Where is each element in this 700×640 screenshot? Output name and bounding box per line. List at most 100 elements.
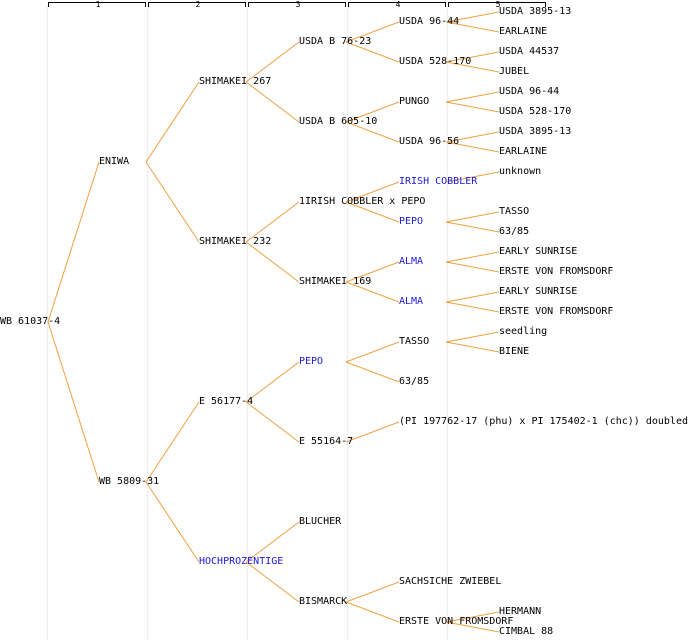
connector-line [445, 251, 500, 263]
connector-line [245, 401, 300, 443]
node-usda-3895-13-b[interactable]: USDA 3895-13 [499, 126, 572, 137]
connector-line [345, 421, 400, 443]
connector-line [445, 611, 500, 623]
connector-line [47, 321, 100, 483]
node-early-sunrise-b[interactable]: EARLY SUNRISE [499, 286, 578, 297]
connector-line [445, 291, 500, 303]
connector-line [345, 101, 400, 123]
connector-line [345, 41, 400, 63]
connector-line [445, 171, 500, 183]
connector-line [245, 241, 300, 283]
column-guide-3 [247, 6, 248, 640]
node-usda-96-44-gen4[interactable]: USDA 96-44 [399, 16, 460, 27]
node-biene[interactable]: BIENE [499, 346, 530, 357]
node-e-55164-7[interactable]: E 55164-7 [299, 436, 354, 447]
connector-line [445, 211, 500, 223]
connector-line [345, 361, 400, 383]
column-guide-5 [447, 6, 448, 640]
column-guide-2 [147, 6, 148, 640]
node-unknown[interactable]: unknown [499, 166, 542, 177]
node-alma-2[interactable]: ALMA [399, 296, 424, 307]
connector-line [145, 161, 200, 243]
node-usda-b-76-23[interactable]: USDA B 76-23 [299, 36, 372, 47]
node-63-85-gen4[interactable]: 63/85 [399, 376, 430, 387]
connector-line [445, 331, 500, 343]
generation-2-bracket [148, 2, 246, 7]
node-usda-528-170-gen5[interactable]: USDA 528-170 [499, 106, 572, 117]
node-usda-3895-13-a[interactable]: USDA 3895-13 [499, 6, 572, 17]
node-usda-528-170-gen4[interactable]: USDA 528-170 [399, 56, 472, 67]
node-63-85-gen5[interactable]: 63/85 [499, 226, 530, 237]
generation-2-label: 2 [195, 0, 201, 9]
node-e-56177-4[interactable]: E 56177-4 [199, 396, 254, 407]
node-usda-44537[interactable]: USDA 44537 [499, 46, 560, 57]
connector-line [245, 81, 300, 123]
connector-line [445, 101, 500, 113]
connector-line [445, 621, 500, 633]
node-usda-b-605-10[interactable]: USDA B 605-10 [299, 116, 378, 127]
connector-line [445, 131, 500, 143]
node-jubel[interactable]: JUBEL [499, 66, 530, 77]
connector-line [445, 341, 500, 353]
node-shimakei-232[interactable]: SHIMAKEI 232 [199, 236, 272, 247]
column-guide-1 [47, 6, 48, 640]
connector-line [445, 301, 500, 313]
node-erste-von-fromsdorf-b[interactable]: ERSTE VON FROMSDORF [499, 306, 614, 317]
node-pungo[interactable]: PUNGO [399, 96, 430, 107]
node-pepo-gen3[interactable]: PEPO [299, 356, 324, 367]
connector-line [245, 201, 300, 243]
node-shimakei-169[interactable]: SHIMAKEI 169 [299, 276, 372, 287]
connector-line [445, 91, 500, 103]
node-hochprozentige[interactable]: HOCHPROZENTIGE [199, 556, 284, 567]
node-usda-96-56[interactable]: USDA 96-56 [399, 136, 460, 147]
node-erste-von-fromsdorf-gen4[interactable]: ERSTE VON FROMSDORF [399, 616, 514, 627]
connector-line [345, 201, 400, 223]
node-eniwa[interactable]: ENIWA [99, 156, 130, 167]
node-irish-cobbler[interactable]: IRISH COBBLER [399, 176, 478, 187]
node-cimbal-88[interactable]: CIMBAL 88 [499, 626, 554, 637]
node-usda-96-44-gen5[interactable]: USDA 96-44 [499, 86, 560, 97]
connector-line [445, 61, 500, 73]
generation-1-bracket [48, 2, 146, 7]
generation-5-label: 5 [495, 0, 501, 9]
generation-4-label: 4 [395, 0, 401, 9]
node-seedling[interactable]: seedling [499, 326, 548, 337]
connector-line [47, 161, 100, 323]
node-blucher[interactable]: BLUCHER [299, 516, 342, 527]
node-hermann[interactable]: HERMANN [499, 606, 542, 617]
connector-line [245, 361, 300, 403]
connector-line [145, 481, 200, 563]
generation-4-bracket [348, 2, 446, 7]
node-pi-doubled[interactable]: (PI 197762-17 (phu) x PI 175402-1 (chc))… [399, 416, 688, 427]
connector-line [445, 11, 500, 23]
connector-line [345, 281, 400, 303]
node-shimakei-267[interactable]: SHIMAKEI 267 [199, 76, 272, 87]
connector-line [145, 401, 200, 483]
node-bismarck[interactable]: BISMARCK [299, 596, 348, 607]
node-early-sunrise-a[interactable]: EARLY SUNRISE [499, 246, 578, 257]
node-alma-1[interactable]: ALMA [399, 256, 424, 267]
node-earlaine-b[interactable]: EARLAINE [499, 146, 548, 157]
node-tasso-gen5[interactable]: TASSO [499, 206, 530, 217]
connector-line [245, 521, 300, 563]
connector-line [245, 41, 300, 83]
generation-5-bracket [448, 2, 546, 7]
connector-line [345, 581, 400, 603]
node-sachsiche-zwiebel[interactable]: SACHSICHE ZWIEBEL [399, 576, 502, 587]
column-guide-4 [347, 6, 348, 640]
connector-line [245, 561, 300, 603]
connector-line [345, 181, 400, 203]
node-irish-cobbler-x-pepo[interactable]: 1IRISH COBBLER x PEPO [299, 196, 426, 207]
connector-line [345, 21, 400, 43]
connector-line [345, 601, 400, 623]
node-tasso-gen4[interactable]: TASSO [399, 336, 430, 347]
node-erste-von-fromsdorf-a[interactable]: ERSTE VON FROMSDORF [499, 266, 614, 277]
node-root[interactable]: WB 61037-4 [0, 316, 61, 327]
node-pepo-gen4[interactable]: PEPO [399, 216, 424, 227]
connector-line [145, 81, 200, 163]
node-earlaine-a[interactable]: EARLAINE [499, 26, 548, 37]
connector-line [445, 21, 500, 33]
connector-line [345, 121, 400, 143]
node-wb-5809-31[interactable]: WB 5809-31 [99, 476, 160, 487]
